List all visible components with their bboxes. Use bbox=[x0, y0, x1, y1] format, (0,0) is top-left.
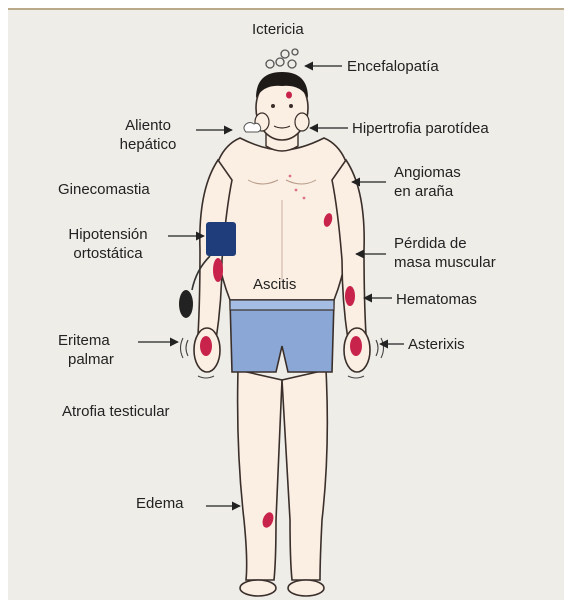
label-edema: Edema bbox=[136, 494, 184, 513]
label-angiomas-line1: Angiomas bbox=[394, 163, 461, 182]
palm-left bbox=[350, 336, 362, 356]
label-liver-breath-line1: Aliento bbox=[100, 116, 196, 135]
arm-hematoma-right bbox=[213, 258, 223, 282]
label-muscle-loss-line2: masa muscular bbox=[394, 253, 496, 272]
encephalopathy-bubbles bbox=[266, 49, 298, 68]
label-encephalopathy: Encefalopatía bbox=[347, 57, 439, 76]
label-palmar: Eritema palmar bbox=[58, 331, 114, 369]
label-muscle-loss-line1: Pérdida de bbox=[394, 234, 496, 253]
label-icterus: Ictericia bbox=[252, 20, 304, 39]
label-liver-breath-line2: hepático bbox=[100, 135, 196, 154]
label-parotid: Hipertrofia parotídea bbox=[352, 119, 489, 138]
eye-right bbox=[271, 104, 275, 108]
parotid-left bbox=[295, 113, 309, 131]
label-asterixis: Asterixis bbox=[408, 335, 465, 354]
label-hematomas: Hematomas bbox=[396, 290, 477, 309]
label-hypotension-line2: ortostática bbox=[56, 244, 160, 263]
waistband bbox=[230, 300, 334, 310]
label-muscle-loss: Pérdida de masa muscular bbox=[394, 234, 496, 272]
label-palmar-line2: palmar bbox=[58, 350, 114, 369]
legs bbox=[238, 370, 328, 596]
palm-right bbox=[200, 336, 212, 356]
shorts bbox=[230, 300, 334, 372]
label-palmar-line1: Eritema bbox=[58, 331, 114, 350]
label-hypotension-line1: Hipotensión bbox=[56, 225, 160, 244]
label-hypotension: Hipotensión ortostática bbox=[56, 225, 160, 263]
label-angiomas: Angiomas en araña bbox=[394, 163, 461, 201]
label-angiomas-line2: en araña bbox=[394, 182, 461, 201]
label-ascites: Ascitis bbox=[253, 275, 296, 294]
eye-left bbox=[289, 104, 293, 108]
label-liver-breath: Aliento hepático bbox=[100, 116, 196, 154]
label-gynecomastia: Ginecomastia bbox=[58, 180, 150, 199]
arm-hematoma-left bbox=[345, 286, 355, 306]
forehead-lesion bbox=[286, 92, 292, 99]
label-testicular: Atrofia testicular bbox=[62, 402, 170, 421]
breath-puff bbox=[244, 123, 261, 133]
